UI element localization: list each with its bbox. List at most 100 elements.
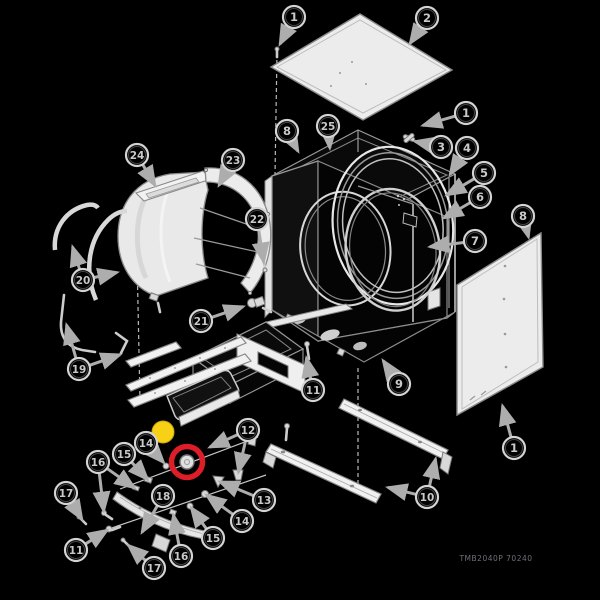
callout-17: 17: [53, 480, 84, 522]
callout-bubble: [244, 206, 270, 232]
callout-15: 15: [111, 441, 150, 482]
side-panel-right: [456, 231, 544, 417]
callout-16: 16: [85, 449, 137, 514]
callout-number: 5: [480, 166, 488, 180]
callout-bubble: [501, 435, 527, 461]
callout-bubble: [235, 417, 261, 443]
callout-number: 16: [174, 551, 189, 563]
callout-bubble: [453, 100, 479, 126]
callout-bubble: [70, 267, 96, 293]
callout-bubble: [251, 487, 277, 513]
callout-arrow: [89, 352, 123, 370]
callout-number: 14: [139, 438, 154, 450]
callout-arrow: [92, 473, 111, 514]
callout-arrow: [280, 129, 300, 154]
callout-25: 25: [315, 113, 341, 151]
callout-arrow: [278, 22, 297, 47]
callout-1: 1: [498, 403, 527, 461]
callout-bubble-inner-ring: [154, 487, 172, 505]
callout-bubble: [200, 525, 226, 551]
callout-bubble-inner-ring: [304, 381, 322, 399]
callout-bubble: [428, 134, 454, 160]
callout-arrow: [217, 480, 254, 498]
callout-arrow: [211, 304, 246, 322]
callout-arrow: [93, 267, 120, 286]
callout-bubble: [66, 356, 92, 382]
callout-17: 17: [126, 543, 167, 581]
callout-bubble: [281, 4, 307, 30]
callout-arrow: [168, 512, 186, 545]
callout-bubble-inner-ring: [505, 439, 523, 457]
callout-number: 25: [321, 121, 336, 133]
callout-bubble: [414, 5, 440, 31]
callout-bubble-inner-ring: [89, 453, 107, 471]
callout-bubble: [168, 543, 194, 569]
callout-6: 6: [441, 184, 493, 220]
callout-bubble-inner-ring: [432, 138, 450, 156]
callout-arrow: [63, 322, 81, 359]
screw-top: [274, 46, 280, 59]
callout-number: 2: [423, 11, 431, 25]
callout-4: 4: [448, 135, 480, 177]
callout-bubble-inner-ring: [390, 375, 408, 393]
callout-arrow: [385, 483, 417, 501]
callout-number: 23: [226, 155, 241, 167]
callout-bubble-inner-ring: [74, 271, 92, 289]
callout-arrow: [381, 358, 402, 382]
callout-bubble-inner-ring: [70, 360, 88, 378]
callout-8: 8: [510, 203, 536, 240]
callout-bubble-inner-ring: [475, 164, 493, 182]
callout-number: 4: [463, 141, 471, 155]
callout-bubble-inner-ring: [172, 547, 190, 565]
callout-arrow: [233, 440, 252, 475]
callout-number: 6: [476, 190, 484, 204]
callout-8: 8: [274, 118, 300, 154]
callout-bubble-inner-ring: [514, 207, 532, 225]
callout-number: 15: [117, 449, 132, 461]
callout-arrow: [319, 127, 338, 151]
callout-bubble-inner-ring: [137, 434, 155, 452]
callout-5: 5: [444, 160, 497, 197]
callout-arrow: [444, 177, 475, 197]
callout-arrow: [441, 200, 471, 220]
callout-arrow: [217, 163, 237, 188]
callout-16: 16: [168, 512, 194, 569]
callout-arrow: [251, 230, 270, 265]
callout-arrow: [143, 442, 166, 465]
hold-down-clip: [402, 132, 416, 144]
callout-bubble-inner-ring: [224, 151, 242, 169]
callout-bubble-inner-ring: [255, 491, 273, 509]
callout-number: 19: [72, 364, 87, 376]
red-circle-highlight: [168, 443, 206, 481]
callout-number: 21: [194, 316, 209, 328]
callout-1: 1: [278, 4, 307, 47]
callout-number: 14: [235, 516, 250, 528]
callout-arrow: [514, 215, 533, 240]
callout-bubble-inner-ring: [233, 512, 251, 530]
callout-arrow: [189, 505, 210, 530]
callout-number: 9: [395, 377, 403, 391]
callout-14: 14: [133, 430, 166, 465]
callout-arrow: [84, 528, 110, 549]
callout-bubble: [300, 377, 326, 403]
callout-2: 2: [408, 5, 440, 46]
callout-arrow: [420, 111, 456, 129]
callout-bubble: [315, 113, 341, 139]
callout-12: 12: [207, 417, 261, 475]
callout-24: 24: [124, 142, 157, 188]
callout-bubble-inner-ring: [204, 529, 222, 547]
callout-19: 19: [63, 322, 123, 382]
callout-bubble-inner-ring: [128, 146, 146, 164]
callout-bubble-inner-ring: [115, 445, 133, 463]
callout-number: 22: [250, 214, 265, 226]
callout-bubble-inner-ring: [192, 312, 210, 330]
callout-3: 3: [412, 134, 454, 160]
callout-number: 1: [462, 106, 470, 120]
callout-number: 15: [206, 533, 221, 545]
callout-1: 1: [420, 100, 479, 129]
callout-7: 7: [427, 228, 488, 254]
callout-arrow: [448, 153, 469, 177]
callout-bubble-inner-ring: [457, 104, 475, 122]
callout-bubble-inner-ring: [57, 484, 75, 502]
